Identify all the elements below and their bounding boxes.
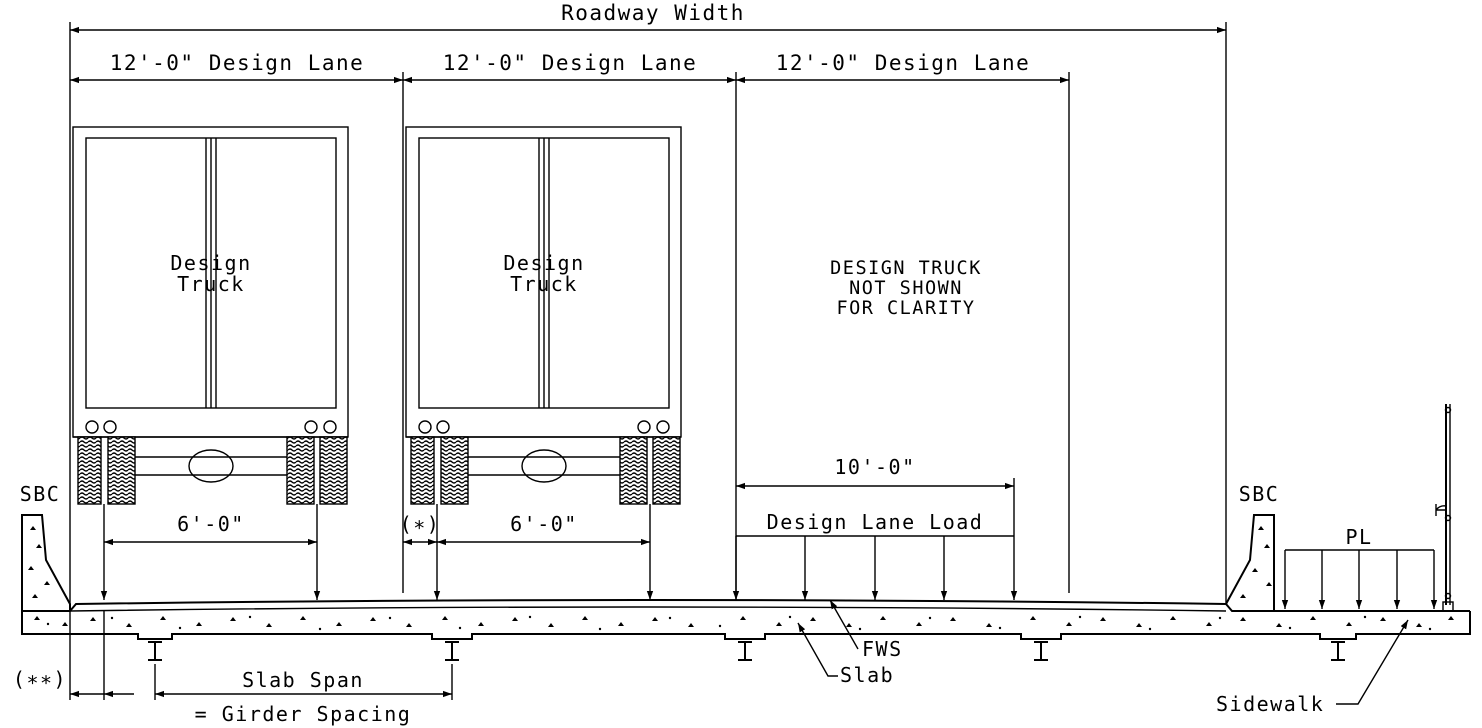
lane-load-label: Design Lane Load <box>767 510 984 534</box>
wheel-loads: 6'-0" 6'-0" (∗) <box>100 504 654 600</box>
sbc-right-label: SBC <box>1239 482 1280 506</box>
slab-span-label: Slab Span <box>242 668 364 692</box>
roadway-width-dimension: Roadway Width <box>69 1 1227 605</box>
deck-slab <box>21 599 1471 640</box>
design-lane-label-left: 12'-0" Design Lane <box>110 51 365 75</box>
note-line1: DESIGN TRUCK <box>830 258 982 279</box>
design-lane-label-middle: 12'-0" Design Lane <box>443 51 698 75</box>
double-star-label: (∗∗) <box>13 667 67 691</box>
edge-distance-star: (∗) <box>400 512 441 536</box>
sidewalk-label: Sidewalk <box>1216 692 1324 716</box>
note-line3: FOR CLARITY <box>836 298 975 319</box>
pedestrian-railing <box>1435 404 1454 612</box>
truck-middle-label-line1: Design <box>503 251 584 275</box>
design-lane-label-right: 12'-0" Design Lane <box>776 51 1031 75</box>
design-truck-left: Design Truck <box>72 126 349 505</box>
truck-left-label-line1: Design <box>170 251 251 275</box>
truck-middle-label-line2: Truck <box>510 272 578 296</box>
truck-not-shown-note: DESIGN TRUCK NOT SHOWN FOR CLARITY <box>830 258 982 319</box>
barrier-left: SBC <box>20 482 71 611</box>
girder-spacing-label: = Girder Spacing <box>195 702 412 726</box>
design-lane-load: 10'-0" Design Lane Load <box>732 455 1018 600</box>
axle-spacing-middle: 6'-0" <box>510 512 578 536</box>
note-line2: NOT SHOWN <box>849 278 963 299</box>
truck-left-label-line2: Truck <box>177 272 245 296</box>
slab-label: Slab <box>840 663 894 687</box>
pl-label: PL <box>1345 525 1372 549</box>
bottom-dimensions: (∗∗) Slab Span = Girder Spacing <box>13 611 453 726</box>
lane-load-width-label: 10'-0" <box>834 455 915 479</box>
design-truck-middle: Design Truck <box>405 126 682 505</box>
roadway-width-label: Roadway Width <box>561 1 745 25</box>
axle-spacing-left: 6'-0" <box>177 512 245 536</box>
pedestrian-load: PL <box>1281 525 1438 609</box>
fws-label: FWS <box>862 637 903 661</box>
girders <box>148 641 1345 661</box>
callouts: FWS Slab Sidewalk <box>797 599 1409 716</box>
sbc-left-label: SBC <box>20 482 61 506</box>
design-lane-dimensions: 12'-0" Design Lane 12'-0" Design Lane 12… <box>70 51 1070 600</box>
barrier-right: SBC <box>1225 482 1280 611</box>
